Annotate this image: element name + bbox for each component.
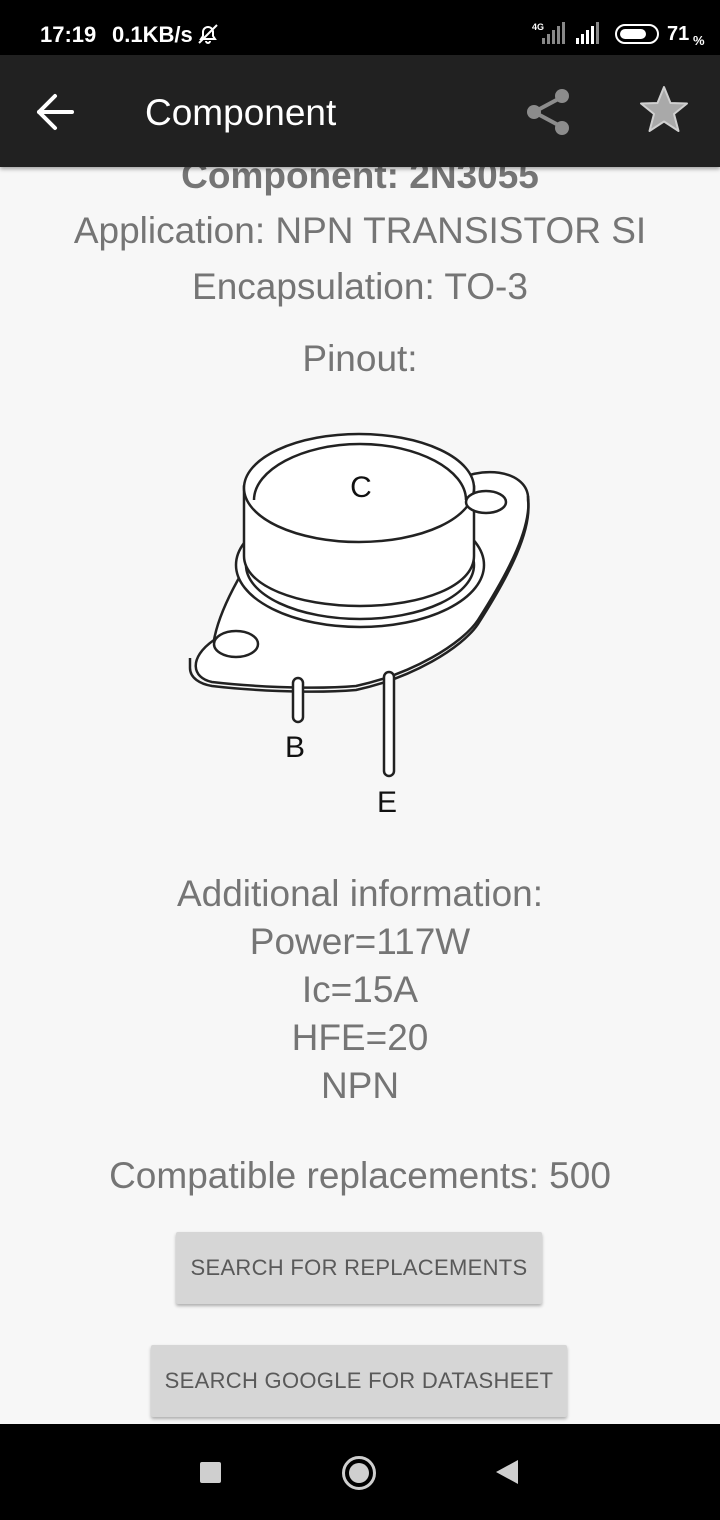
pin-b-label: B — [285, 731, 305, 764]
star-icon[interactable] — [636, 83, 692, 139]
power-value: Power=117W — [249, 921, 471, 962]
to3-pinout-diagram: C B E — [188, 432, 530, 819]
back-arrow-icon[interactable] — [34, 91, 76, 133]
home-icon[interactable] — [341, 1455, 377, 1491]
component-title: Component: 2N3055 — [181, 167, 539, 196]
share-icon[interactable] — [522, 85, 576, 139]
app-bar: Component — [0, 55, 720, 167]
svg-text:4G: 4G — [532, 22, 544, 32]
pin-c-label: C — [350, 471, 372, 504]
search-google-datasheet-button[interactable]: SEARCH GOOGLE FOR DATASHEET — [151, 1345, 567, 1417]
status-time: 17:19 — [40, 22, 97, 47]
battery-level: 71 — [667, 23, 690, 45]
compatible-replacements-text: Compatible replacements: 500 — [109, 1155, 611, 1196]
pinout-label: Pinout: — [302, 338, 418, 379]
status-network-speed: 0.1KB/s — [112, 22, 193, 47]
additional-info-header: Additional information: — [176, 873, 544, 914]
app-bar-title: Component — [145, 92, 337, 133]
application-text: Application: NPN TRANSISTOR SI — [73, 210, 647, 251]
signal-icon: 4G — [532, 22, 659, 44]
type-value: NPN — [320, 1065, 400, 1106]
navigation-bar — [0, 1424, 720, 1520]
ic-value: Ic=15A — [301, 969, 419, 1010]
battery-unit: % — [693, 33, 705, 48]
pin-e-label: E — [377, 786, 397, 819]
recent-apps-icon[interactable] — [200, 1462, 221, 1483]
hfe-value: HFE=20 — [291, 1017, 429, 1058]
encapsulation-text: Encapsulation: TO-3 — [192, 266, 528, 307]
component-details: Component: 2N3055 Application: NPN TRANS… — [0, 167, 720, 1424]
status-bar: 17:19 0.1KB/s 4G 71 % — [0, 0, 720, 55]
search-replacements-button[interactable]: SEARCH FOR REPLACEMENTS — [176, 1232, 542, 1304]
nav-back-icon[interactable] — [494, 1458, 520, 1486]
bell-muted-icon — [198, 24, 218, 44]
